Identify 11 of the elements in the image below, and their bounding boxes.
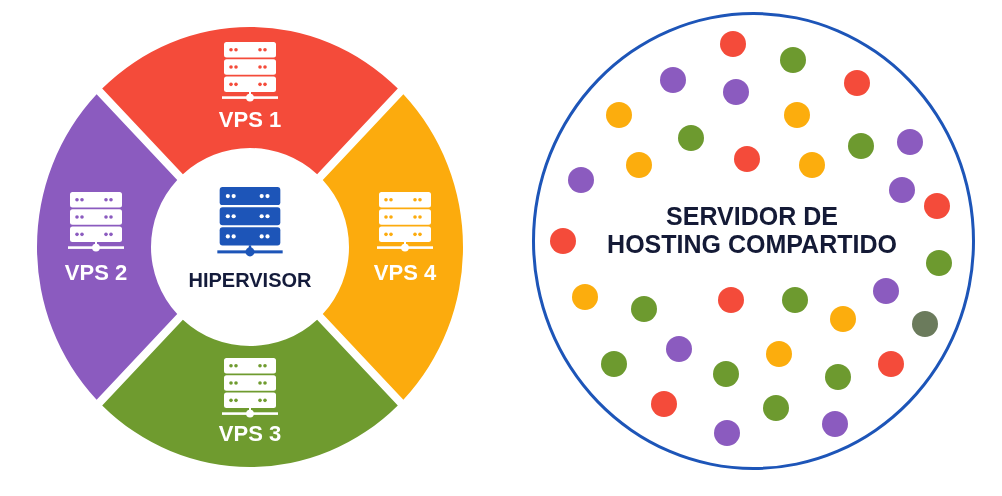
- segment-label: VPS 1: [218, 107, 282, 133]
- segment-label: VPS 3: [218, 421, 282, 447]
- segment-label: VPS 4: [373, 260, 437, 286]
- segment-label: VPS 2: [64, 260, 128, 286]
- hub-label: HIPERVISOR: [188, 268, 312, 292]
- ring-segment: [102, 319, 398, 467]
- ring-segment: [102, 27, 398, 175]
- ring-segment: [322, 94, 463, 400]
- ring-segment: [37, 94, 178, 400]
- server-label: SERVIDOR DE HOSTING COMPARTIDO: [607, 202, 897, 258]
- shared-server-circle: [532, 12, 975, 470]
